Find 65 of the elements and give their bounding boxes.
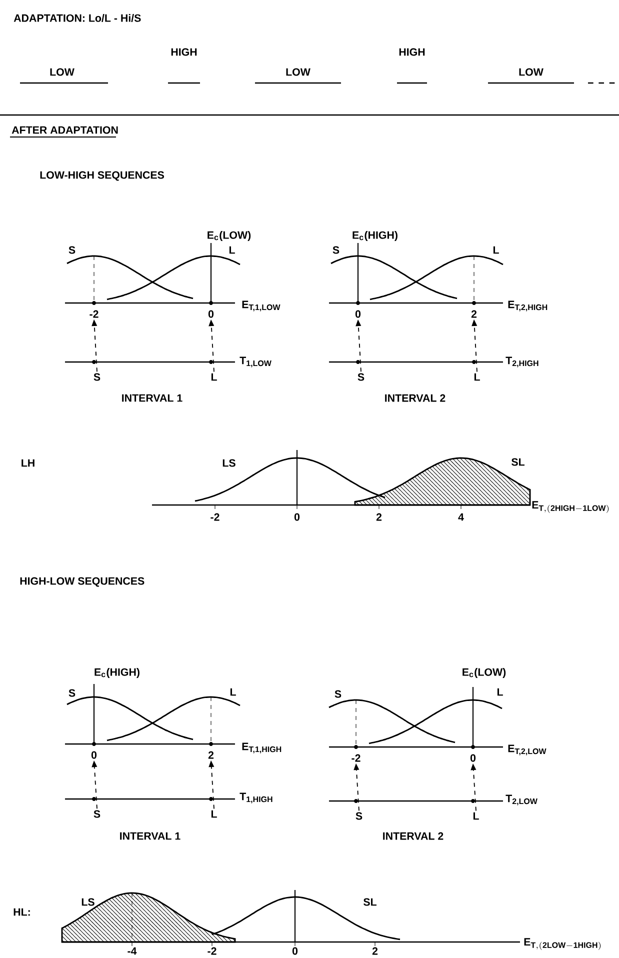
curve-label: L xyxy=(493,246,499,254)
interval-label: INTERVAL 2 xyxy=(383,832,444,840)
curve-label: L xyxy=(230,688,236,696)
axis-label: E$_{T,1,LOW}$ xyxy=(242,300,280,312)
axis-label: T$_{2,LOW}$ xyxy=(506,794,538,806)
criterion-label: E$_{c}$(LOW) xyxy=(208,231,251,241)
level-label: LOW xyxy=(286,68,310,76)
axis-label: E$_{T,2,LOW}$ xyxy=(508,744,546,756)
point-label: L xyxy=(474,373,480,381)
criterion-label: E$_{c}$(HIGH) xyxy=(352,231,398,241)
sequence-heading: HIGH-LOW SEQUENCES xyxy=(20,577,144,587)
tick-label: 2 xyxy=(471,310,477,318)
curve-label: L xyxy=(229,246,235,254)
tick-label: 2 xyxy=(208,751,214,759)
curve-label: S xyxy=(68,689,76,697)
curve-label: S xyxy=(332,246,340,254)
criterion-label: E$_{c}$(LOW) xyxy=(462,668,506,678)
tick-label: 0 xyxy=(294,513,300,521)
interval-label: INTERVAL 2 xyxy=(385,394,446,402)
tick-label: -2 xyxy=(352,754,360,762)
criterion-label: E$_{c}$(HIGH) xyxy=(94,668,140,678)
tick-label: 0 xyxy=(470,754,476,762)
level-label: LOW xyxy=(519,68,544,76)
section-heading: AFTER ADAPTATION xyxy=(12,126,118,134)
curve-label: SL xyxy=(512,458,524,466)
level-label: HIGH xyxy=(399,48,425,56)
curve-label: S xyxy=(68,246,76,254)
tick-label: 0 xyxy=(91,751,97,759)
tick-label: 0 xyxy=(208,310,214,318)
point-label: L xyxy=(211,810,217,818)
sequence-heading: LOW-HIGH SEQUENCES xyxy=(40,171,164,181)
tick-label: 0 xyxy=(355,310,361,318)
curve-label: SL xyxy=(364,898,376,906)
axis-label: T$_{1,HIGH}$ xyxy=(240,792,272,804)
axis-label: E$_{T,1,HIGH}$ xyxy=(242,742,282,754)
curve-label: S xyxy=(334,690,342,698)
point-label: S xyxy=(94,373,100,381)
tick-label: 4 xyxy=(458,513,464,521)
point-label: L xyxy=(211,373,217,381)
curve-label: LS xyxy=(222,459,236,467)
tick-label: 0 xyxy=(292,947,298,955)
heading: ADAPTATION: Lo/L - Hi/S xyxy=(14,14,141,22)
tick-label: 2 xyxy=(372,947,378,955)
axis-label: E$_{T,2,HIGH}$ xyxy=(508,300,548,312)
level-label: LOW xyxy=(50,68,74,76)
curve-label: L xyxy=(497,688,503,696)
plot-label: HL: xyxy=(14,908,30,916)
plot-label: LH xyxy=(22,459,34,467)
axis-label: $\mathbf{E}_{\mathbf{T,(2LOW-1HIGH)}}$ xyxy=(524,938,601,950)
curve-label: LS xyxy=(82,898,94,906)
interval-label: INTERVAL 1 xyxy=(120,832,180,840)
axis-label: T$_{1,LOW}$ xyxy=(240,356,272,368)
interval-label: INTERVAL 1 xyxy=(122,394,182,402)
tick-label: -2 xyxy=(90,310,98,318)
level-label: HIGH xyxy=(171,48,197,56)
point-label: S xyxy=(358,373,364,381)
point-label: S xyxy=(356,812,362,820)
point-label: L xyxy=(473,812,479,820)
tick-label: -2 xyxy=(208,947,216,955)
tick-label: 2 xyxy=(376,513,382,521)
tick-label: -2 xyxy=(210,513,220,521)
tick-label: -4 xyxy=(128,947,137,955)
axis-label: T$_{2,HIGH}$ xyxy=(506,356,538,368)
axis-label: $\mathbf{E}_{\mathbf{T,(2HIGH-1LOW)}}$ xyxy=(532,501,609,513)
point-label: S xyxy=(94,810,100,818)
